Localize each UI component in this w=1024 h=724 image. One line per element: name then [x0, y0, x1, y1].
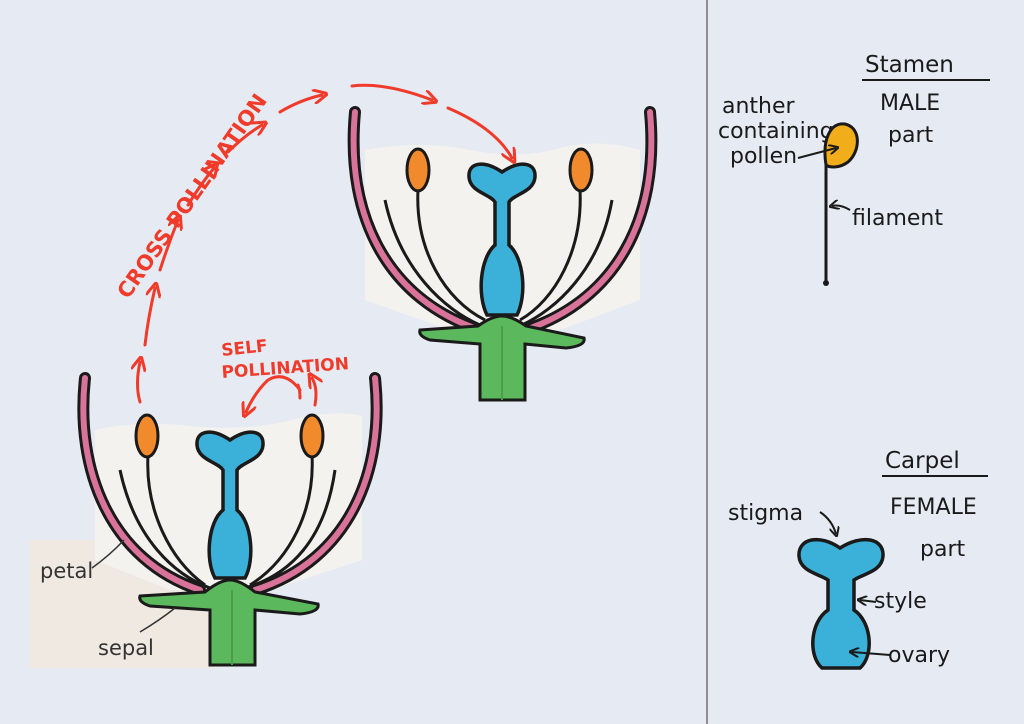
sepal-pointer: [139, 607, 176, 633]
style-pointer: [860, 600, 877, 602]
self-pollination-label-line1: SELF: [220, 336, 268, 361]
carpel-role-line2: part: [920, 537, 965, 562]
stigma-pointer: [819, 511, 836, 534]
stamen-role-line2: part: [888, 123, 933, 148]
carpel-shape: [797, 537, 885, 670]
flower-right-anther-left: [405, 147, 431, 193]
flower-left-receptacle: [138, 578, 320, 667]
self-pollination-arrows: [246, 377, 316, 412]
stamen-title: Stamen: [865, 52, 954, 78]
flower-right-anther-right: [568, 147, 594, 193]
flower-left-anther-left: [134, 413, 160, 459]
filament-label: filament: [852, 206, 943, 231]
flower-left-filament-right: [249, 454, 314, 587]
flower-right-filament-left: [416, 189, 486, 322]
ovary-pointer: [852, 652, 891, 655]
stamen-role-line1: MALE: [880, 91, 940, 116]
stamen-panel: Stamen MALE part anther containing polle…: [718, 52, 990, 286]
carpel-title: Carpel: [885, 448, 960, 474]
ovary-label: ovary: [888, 643, 950, 668]
flower-left-filament-left: [146, 454, 206, 587]
anther-pointer: [797, 148, 836, 159]
flower-left-anther-right: [299, 413, 325, 459]
anther-label-line1: anther: [722, 94, 796, 119]
flower-right: [347, 106, 658, 402]
petal-pointer: [91, 539, 125, 569]
anther-label-line3: pollen: [730, 144, 797, 169]
carpel-panel: Carpel FEMALE part stigma style ovary: [728, 448, 988, 670]
petal-label: petal: [40, 559, 93, 583]
stamen-anther: [823, 122, 859, 169]
filament-pointer: [832, 206, 851, 211]
flower-left-carpel: [195, 430, 265, 580]
flower-left: [77, 372, 383, 667]
style-label: style: [874, 589, 927, 614]
stigma-label: stigma: [728, 501, 803, 526]
sepal-label: sepal: [98, 636, 154, 660]
anther-label-line2: containing: [718, 119, 834, 144]
carpel-role-line1: FEMALE: [890, 495, 977, 520]
cross-pollination-arrows: [138, 83, 513, 404]
flower-right-filament-right: [519, 189, 582, 322]
